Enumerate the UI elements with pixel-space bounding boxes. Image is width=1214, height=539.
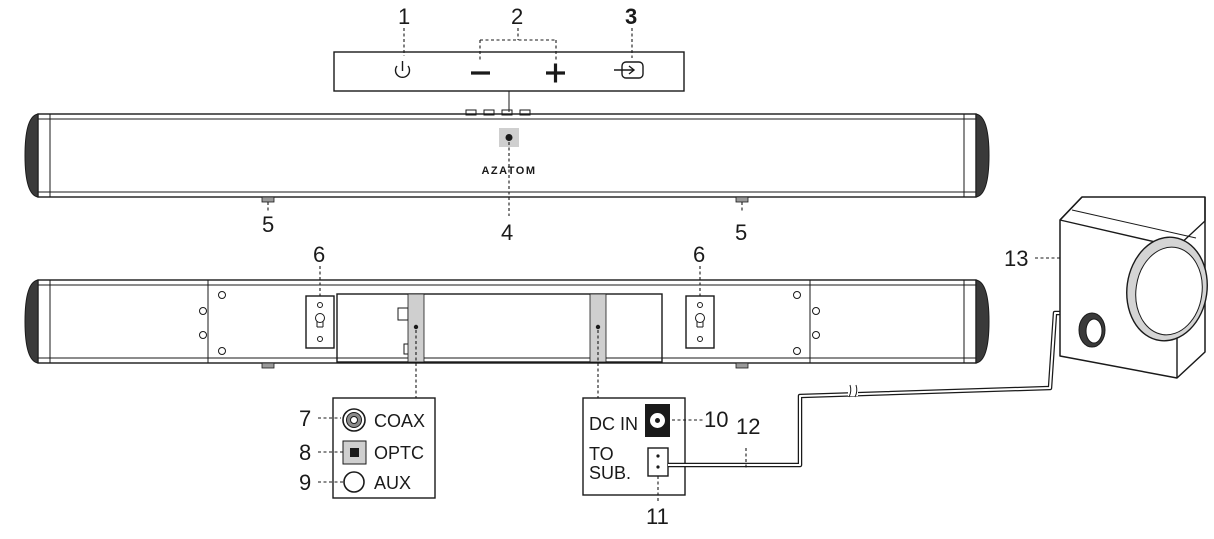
to-sub-label-line2: SUB. <box>589 463 631 483</box>
to-sub-label-line1: TO <box>589 444 614 464</box>
callout-2: 2 <box>511 4 523 29</box>
wall-mount-left <box>305 295 335 349</box>
power-sub-panel: DC IN TO SUB. <box>582 397 703 502</box>
subwoofer-cable <box>668 310 1060 468</box>
coax-label: COAX <box>374 411 425 431</box>
soundbar-front: AZATOM <box>24 109 990 216</box>
brand-logo: AZATOM <box>481 165 536 177</box>
callout-7: 7 <box>299 406 311 431</box>
power-icon <box>394 61 411 78</box>
input-source-icon <box>614 61 644 79</box>
callout-3: 3 <box>625 4 637 29</box>
coax-jack-icon <box>342 408 366 432</box>
callout-1: 1 <box>398 4 410 29</box>
ir-sensor-dot <box>505 134 513 141</box>
callout-11: 11 <box>646 504 669 529</box>
aux-label: AUX <box>374 473 411 493</box>
sub-out-jack-icon <box>647 447 669 477</box>
soundbar-rear <box>24 266 990 398</box>
subwoofer <box>1035 196 1208 379</box>
callout-6-left: 6 <box>313 242 325 267</box>
callout-4: 4 <box>501 220 513 245</box>
optical-jack-icon <box>342 440 367 465</box>
optical-label: OPTC <box>374 443 424 463</box>
callout-5-left: 5 <box>262 212 274 237</box>
aux-jack-icon <box>343 471 365 493</box>
plus-icon <box>546 63 565 83</box>
input-jack-panel: COAX OPTC AUX <box>318 397 436 499</box>
callout-9: 9 <box>299 470 311 495</box>
dc-in-jack-icon <box>645 404 670 437</box>
callout-5-right: 5 <box>735 220 747 245</box>
wall-mount-right <box>685 295 715 349</box>
callout-13: 13 <box>1004 246 1028 271</box>
callout-8: 8 <box>299 440 311 465</box>
callout-6-right: 6 <box>693 242 705 267</box>
callout-12: 12 <box>736 414 760 439</box>
control-panel <box>333 28 685 112</box>
callout-10: 10 <box>704 407 728 432</box>
dc-in-label: DC IN <box>589 414 638 434</box>
